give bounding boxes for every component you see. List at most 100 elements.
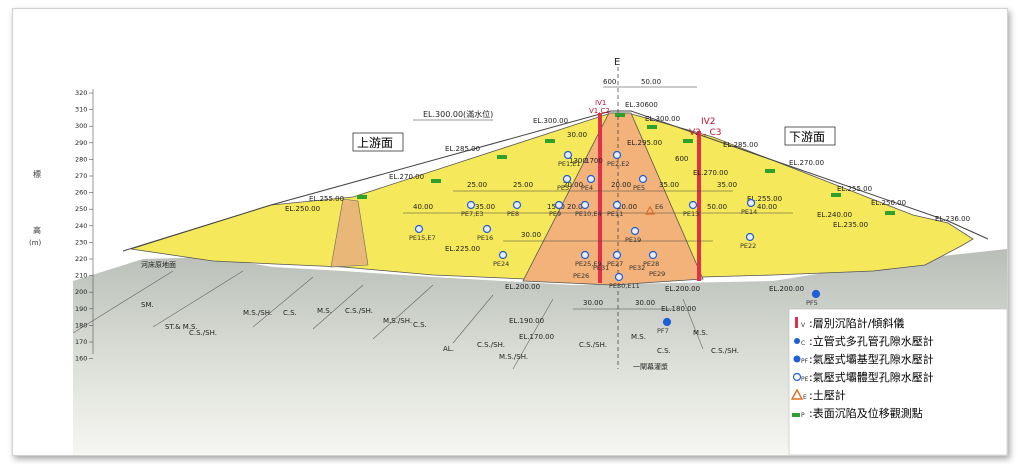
soil-11: C.S./SH. xyxy=(477,341,505,349)
river-label: 河床原地面 xyxy=(141,260,176,269)
surface-marker-icon xyxy=(792,413,800,417)
legend-text-6: :表面沉陷及位移觀測點 xyxy=(809,406,923,420)
dim-3000-d: 30.00 xyxy=(635,299,655,307)
el-dn-235: EL.235.00 xyxy=(833,221,868,229)
legend-text-2: :立管式多孔管孔隙水壓計 xyxy=(809,334,934,348)
soil-17: C.S./SH. xyxy=(711,347,739,355)
soil-9: C.S. xyxy=(413,321,427,329)
piezometer-pe22-label: PE22 xyxy=(740,242,756,250)
dim-2000-b: 20.00 xyxy=(611,181,631,189)
y-tick-label: 300 xyxy=(75,122,87,130)
y-tick-label: 190 xyxy=(75,305,87,313)
piezometer-pe28-marker xyxy=(648,250,658,260)
el-200-a: EL.200.00 xyxy=(505,283,540,291)
y-tick-label: 290 xyxy=(75,139,87,147)
el-dn-250: EL.250.00 xyxy=(871,199,906,207)
piezometer-pe13-label: PE13 xyxy=(683,210,699,218)
legend: V :層別沉陷計/傾斜儀 C :立管式多孔管孔隙水壓計 PF :氣壓式壩基型孔隙… xyxy=(788,308,1007,455)
piezometer-pe24-label: PE24 xyxy=(493,260,509,268)
y-tick-label: 240 xyxy=(75,222,87,230)
soil-labels: 河床原地面 SM. ST.& M.S. C.S./SH. M.S./SH. C.… xyxy=(141,260,739,371)
inclinometer-iv1 xyxy=(598,113,602,283)
dam-outline xyxy=(122,110,989,252)
soil-3: C.S./SH. xyxy=(189,329,217,337)
piezometer-pe8-label: PE8 xyxy=(507,210,519,218)
el-dn-236: EL.236.00 xyxy=(935,215,970,223)
piezometer-pe11-marker xyxy=(612,200,622,210)
el-crest-tag: EL.30600 xyxy=(625,101,658,109)
piezometer-pe4-marker xyxy=(586,174,596,184)
el-dn-255: EL.255.00 xyxy=(837,185,872,193)
inclinometer-iv2 xyxy=(697,131,701,281)
piezometer-pe7-e3-label: PE7,E3 xyxy=(461,210,483,218)
soil-8: M.S./SH. xyxy=(383,317,412,325)
piezometer-pe9-marker xyxy=(554,200,564,210)
el-dn-240: EL.240.00 xyxy=(817,211,852,219)
dam-cross-section-svg: E 32031030029028027026025024023022021020… xyxy=(29,57,1007,455)
surface-markers xyxy=(357,113,895,215)
piezometer-pe27-marker xyxy=(612,250,622,260)
dim-4000-a: 40.00 xyxy=(413,203,433,211)
piezometer-pf7-marker xyxy=(662,317,672,327)
earth-pressure-cell-e6 xyxy=(644,205,656,215)
y-tick-label: 270 xyxy=(75,172,87,180)
dimension-labels: 30.00 1300 1700 600 25.00 25.00 20.00 20… xyxy=(413,131,777,307)
piezometer-pe9-label: PE9 xyxy=(549,210,561,218)
el-200-c: EL.200.00 xyxy=(769,285,804,293)
soil-13: C.S./SH. xyxy=(579,341,607,349)
legend-sub-5: E xyxy=(803,394,807,401)
el-c-295: EL.295.00 xyxy=(627,139,662,147)
piezometer-pe15-e7-marker xyxy=(414,224,424,234)
el-up-270: EL.270.00 xyxy=(389,173,424,181)
piezometer-pe3-marker xyxy=(562,174,572,184)
y-tick-label: 160 xyxy=(75,355,87,363)
y-tick-label: 320 xyxy=(75,89,87,97)
iv2-label: IV2 xyxy=(701,117,716,127)
dim-4000-b: 40.00 xyxy=(757,203,777,211)
y-tick-label: 170 xyxy=(75,338,87,346)
dim-600-top: 600 xyxy=(603,78,616,86)
y-axis-ticks: 3203103002902802702602502402302202102001… xyxy=(75,89,93,363)
piezometer-pe26-label: PE26 xyxy=(573,272,589,280)
dim-3000-b: 30.00 xyxy=(521,231,541,239)
piezometer-pe3-label: PE3 xyxy=(557,184,569,192)
el-dn-270b: EL.270.00 xyxy=(693,169,728,177)
piezometer-pe25-e9-marker xyxy=(580,250,590,260)
piezometer-pe2-e2-marker xyxy=(612,150,622,160)
settlement-inclinometer-icon xyxy=(795,317,798,328)
dim-2500-b: 25.00 xyxy=(513,181,533,189)
upstream-toe-wedge xyxy=(330,198,369,268)
piezometer-pe1-e1-marker xyxy=(563,150,573,160)
piezometer-pe19-marker xyxy=(630,226,640,236)
piezometer-pe14-label: PE14 xyxy=(741,208,757,216)
piezometer-pe19-label: PE19 xyxy=(625,236,641,244)
piezometer-pe32-label: PE32 xyxy=(629,264,645,272)
y-tick-label: 210 xyxy=(75,272,87,280)
piezometer-pe10-e4-label: PE10,E4 xyxy=(575,210,602,218)
dam-core-zone xyxy=(522,112,704,286)
upstream-face-box xyxy=(352,132,404,152)
piezometer-pe25-e9-label: PE25,E9 xyxy=(575,260,602,268)
piezometer-pe31-label: PE31 xyxy=(593,264,609,272)
dim-1700: 1700 xyxy=(585,157,603,165)
el-180: EL.180.00 xyxy=(661,305,696,313)
el-up-250: EL.250.00 xyxy=(285,205,320,213)
y-tick-label: 230 xyxy=(75,238,87,246)
el-170: EL.170.00 xyxy=(519,333,554,341)
soil-12: M.S./SH. xyxy=(499,353,528,361)
standpipe-piezometer-icon xyxy=(794,338,800,344)
dim-2000-d: 20.00 xyxy=(617,203,637,211)
legend-box xyxy=(788,308,1007,455)
piezometer-pe2-e2-label: PE2,E2 xyxy=(607,160,629,168)
piezometer-pe11-label: PE11 xyxy=(607,210,623,218)
el-dn-255b: EL.255.00 xyxy=(747,195,782,203)
legend-sub-3: PF xyxy=(801,358,809,365)
dim-3500-a: 35.00 xyxy=(659,181,679,189)
soil-1: SM. xyxy=(141,301,154,309)
piezometer-pe16-marker xyxy=(482,224,492,234)
legend-text-5: :土壓計 xyxy=(809,388,846,402)
legend-sub-6: P xyxy=(801,412,805,419)
el-190: EL.190.00 xyxy=(509,317,544,325)
